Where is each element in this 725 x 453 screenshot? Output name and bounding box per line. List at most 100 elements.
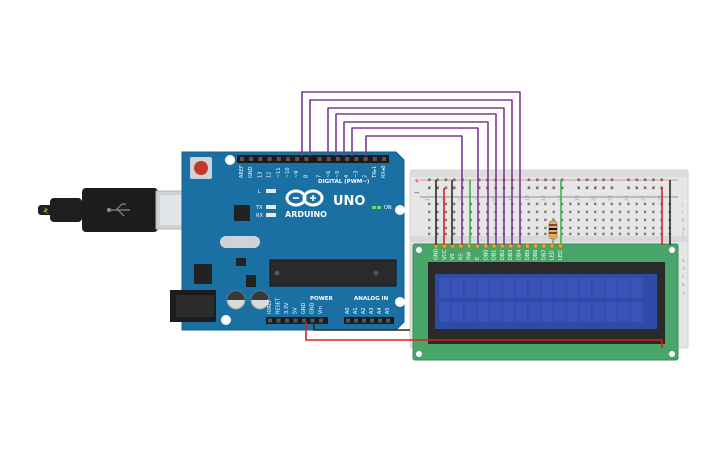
rail-hole[interactable] — [577, 186, 580, 190]
breadboard-hole[interactable] — [577, 202, 580, 206]
breadboard-hole[interactable] — [635, 218, 638, 222]
breadboard-hole[interactable] — [527, 210, 530, 214]
breadboard-hole[interactable] — [610, 232, 613, 236]
rail-hole[interactable] — [660, 186, 663, 190]
breadboard-hole[interactable] — [577, 210, 580, 214]
power-pin-hole[interactable] — [285, 318, 289, 323]
breadboard-hole[interactable] — [635, 226, 638, 230]
rail-hole[interactable] — [552, 178, 556, 182]
breadboard-hole[interactable] — [594, 218, 597, 222]
breadboard-hole[interactable] — [444, 232, 447, 236]
rail-hole[interactable] — [535, 178, 539, 182]
breadboard-hole[interactable] — [428, 218, 431, 222]
breadboard-hole[interactable] — [652, 232, 655, 236]
breadboard-hole[interactable] — [652, 226, 655, 230]
breadboard-hole[interactable] — [618, 232, 622, 236]
digital-pin-hole[interactable] — [372, 157, 377, 161]
breadboard-hole[interactable] — [569, 210, 572, 214]
breadboard-hole[interactable] — [527, 226, 530, 230]
breadboard-hole[interactable] — [560, 202, 564, 206]
breadboard-hole[interactable] — [428, 232, 431, 236]
rail-hole[interactable] — [444, 178, 448, 182]
breadboard-hole[interactable] — [635, 210, 638, 214]
rail-hole[interactable] — [610, 186, 614, 190]
breadboard-hole[interactable] — [477, 218, 481, 222]
rail-hole[interactable] — [635, 178, 639, 182]
rail-hole[interactable] — [436, 186, 439, 190]
rail-hole[interactable] — [560, 178, 564, 182]
digital-pin-hole[interactable] — [304, 157, 309, 161]
analog-pin-hole[interactable] — [362, 318, 366, 323]
breadboard-hole[interactable] — [544, 232, 547, 236]
digital-pin-hole[interactable] — [354, 157, 359, 161]
breadboard-hole[interactable] — [428, 226, 431, 230]
breadboard-hole[interactable] — [569, 232, 572, 236]
breadboard-hole[interactable] — [436, 218, 439, 222]
rail-hole[interactable] — [594, 178, 597, 182]
rail-hole[interactable] — [585, 186, 589, 190]
breadboard-hole[interactable] — [535, 218, 539, 222]
digital-pin-hole[interactable] — [345, 157, 350, 161]
breadboard-hole[interactable] — [602, 218, 605, 222]
breadboard-hole[interactable] — [544, 226, 547, 230]
rail-hole[interactable] — [527, 178, 531, 182]
digital-pin-hole[interactable] — [267, 157, 272, 161]
breadboard-hole[interactable] — [452, 210, 456, 214]
rail-hole[interactable] — [552, 186, 556, 190]
breadboard-hole[interactable] — [477, 210, 481, 214]
rail-hole[interactable] — [660, 178, 663, 182]
breadboard-hole[interactable] — [594, 210, 597, 214]
breadboard-hole[interactable] — [610, 210, 613, 214]
breadboard-hole[interactable] — [577, 232, 580, 236]
breadboard-hole[interactable] — [452, 218, 456, 222]
digital-pin-hole[interactable] — [240, 157, 244, 161]
breadboard-hole[interactable] — [610, 226, 613, 230]
breadboard-hole[interactable] — [436, 226, 439, 230]
breadboard-hole[interactable] — [552, 210, 555, 214]
breadboard-hole[interactable] — [477, 202, 481, 206]
breadboard-hole[interactable] — [444, 202, 447, 206]
digital-pin-hole[interactable] — [326, 157, 331, 161]
breadboard-hole[interactable] — [627, 232, 630, 236]
rail-hole[interactable] — [535, 186, 539, 190]
rail-hole[interactable] — [635, 186, 639, 190]
digital-pin-hole[interactable] — [276, 157, 281, 161]
breadboard-hole[interactable] — [594, 232, 597, 236]
rail-hole[interactable] — [477, 186, 481, 190]
rail-hole[interactable] — [428, 178, 431, 182]
digital-pin-hole[interactable] — [363, 157, 368, 161]
analog-pin-hole[interactable] — [386, 318, 390, 323]
breadboard-hole[interactable] — [652, 210, 655, 214]
breadboard-hole[interactable] — [560, 232, 564, 236]
breadboard-hole[interactable] — [618, 218, 622, 222]
rail-hole[interactable] — [627, 178, 630, 182]
breadboard-hole[interactable] — [428, 202, 431, 206]
digital-pin-hole[interactable] — [317, 157, 322, 161]
power-pin-hole[interactable] — [319, 318, 323, 323]
breadboard-hole[interactable] — [544, 210, 547, 214]
breadboard-hole[interactable] — [652, 218, 655, 222]
breadboard-hole[interactable] — [627, 210, 630, 214]
analog-pin-hole[interactable] — [370, 318, 374, 323]
breadboard-hole[interactable] — [577, 218, 580, 222]
breadboard-hole[interactable] — [643, 210, 647, 214]
rail-hole[interactable] — [577, 178, 580, 182]
breadboard-hole[interactable] — [602, 202, 605, 206]
breadboard-hole[interactable] — [560, 210, 564, 214]
breadboard-hole[interactable] — [428, 210, 431, 214]
breadboard-hole[interactable] — [643, 226, 647, 230]
rail-hole[interactable] — [452, 178, 456, 182]
analog-pin-hole[interactable] — [346, 318, 350, 323]
breadboard-hole[interactable] — [569, 218, 572, 222]
breadboard-hole[interactable] — [535, 232, 539, 236]
breadboard-hole[interactable] — [544, 218, 547, 222]
breadboard-hole[interactable] — [602, 210, 605, 214]
rail-hole[interactable] — [643, 178, 647, 182]
breadboard-hole[interactable] — [643, 202, 647, 206]
breadboard-hole[interactable] — [618, 202, 622, 206]
breadboard-hole[interactable] — [560, 226, 564, 230]
rail-hole[interactable] — [527, 186, 531, 190]
breadboard-hole[interactable] — [635, 202, 638, 206]
